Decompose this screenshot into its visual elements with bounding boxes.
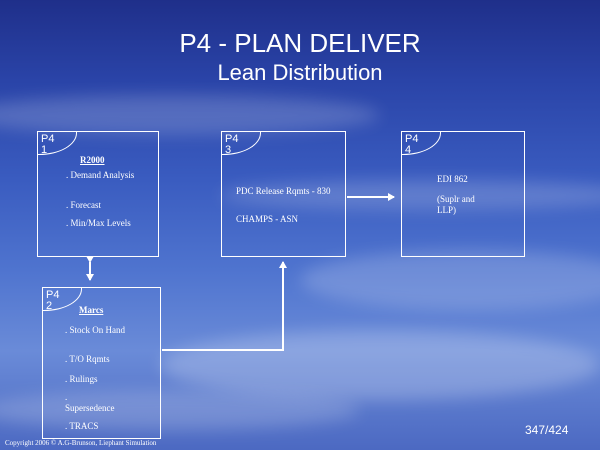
process-box-p4-4: P4 4 EDI 862 (Suplr and LLP) (401, 131, 525, 257)
copyright-text: Copyright 2006 © A.G-Brunson, Liephant S… (5, 439, 157, 447)
process-box-p4-1: P4 1 R2000 . Demand Analysis . Forecast … (37, 131, 159, 257)
process-box-p4-3: P4 3 PDC Release Rqmts - 830 CHAMPS - AS… (221, 131, 346, 257)
box-header: R2000 (80, 155, 105, 165)
box-id: P4 2 (46, 289, 60, 312)
box-line: EDI 862 (437, 174, 468, 184)
arrow-p4-2-p4-3 (162, 261, 287, 351)
box-id: P4 3 (225, 133, 239, 156)
box-line: PDC Release Rqmts - 830 (236, 186, 331, 196)
slide-subtitle: Lean Distribution (217, 60, 383, 85)
box-line: . Forecast (66, 200, 101, 210)
box-line: . Min/Max Levels (66, 218, 131, 228)
box-line: CHAMPS - ASN (236, 214, 299, 224)
slide-title: P4 - PLAN DELIVER (179, 28, 421, 58)
box-id: P4 1 (41, 133, 55, 156)
box-line: . TRACS (65, 421, 99, 431)
box-line: . Rulings (65, 374, 98, 384)
box-line: . Demand Analysis (66, 170, 135, 180)
box-line: (Suplr and LLP) (437, 194, 475, 215)
process-box-p4-2: P4 2 Marcs . Stock On Hand . T/O Rqmts .… (42, 287, 161, 439)
box-line: . Stock On Hand (65, 325, 125, 335)
box-id: P4 4 (405, 133, 419, 156)
box-header: Marcs (79, 305, 104, 315)
page-number: 347/424 (525, 423, 569, 437)
box-line: . T/O Rqmts (65, 354, 110, 364)
